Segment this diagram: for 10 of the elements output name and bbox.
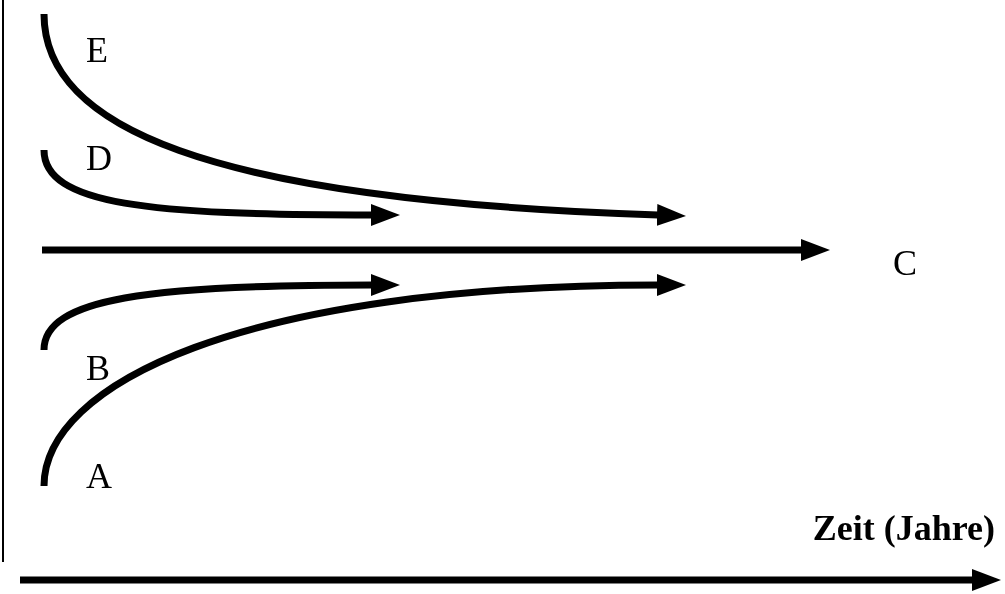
curved-arrow — [40, 274, 686, 487]
curve-letter: B — [86, 350, 110, 386]
curve-letter: D — [86, 140, 112, 176]
curve-letter: C — [893, 245, 917, 281]
curved-arrow — [40, 149, 400, 226]
curved-arrow — [40, 274, 400, 351]
curve-letter: E — [86, 32, 108, 68]
curved-arrow — [40, 13, 686, 226]
axis-label: Zeit (Jahre) — [812, 510, 995, 546]
curve-letter: A — [86, 458, 112, 494]
